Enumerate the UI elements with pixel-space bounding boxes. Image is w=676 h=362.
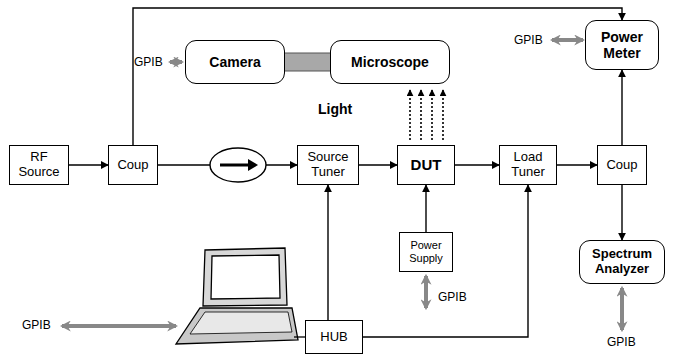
bus-label: GPIB [438,290,467,304]
box-text: Load Tuner [503,150,553,180]
spectrum-analyzer-box: Spectrum Analyzer [579,240,665,284]
box-text: Source Tuner [301,150,355,180]
signal-connector [327,185,328,320]
box-text: Coup [117,158,148,173]
rf-source-box: RF Source [9,145,69,185]
dut-box: DUT [397,145,455,185]
box-text: Camera [209,54,260,70]
box-text: DUT [411,156,442,173]
coupler-box: Coup [108,145,158,185]
box-text: HUB [320,330,347,345]
microscope-box: Microscope [330,40,450,84]
box-text: Power Meter [589,29,655,61]
bus-label: GPIB [514,33,543,47]
light-rays [410,90,443,140]
circulator-symbol [210,148,266,182]
power-supply-box: Power Supply [399,232,453,272]
box-text: RF Source [13,150,65,180]
box-text: Spectrum Analyzer [583,247,661,277]
signal-connector [425,185,426,232]
box-text: Power Supply [403,239,449,264]
gpib-arrows [62,40,622,330]
box-text: Microscope [351,54,429,70]
bus-label: GPIB [607,335,636,349]
light-label: Light [318,101,352,117]
signal-connector [455,164,499,165]
signal-connector [133,8,622,145]
signal-connector [363,185,528,337]
signal-connector [158,164,297,165]
bus-label: GPIB [22,318,51,332]
load-tuner-box: Load Tuner [499,145,557,185]
camera-box: Camera [185,40,285,84]
signal-connector [621,70,622,145]
signal-connector [621,185,622,240]
coupler-box: Coup [597,145,647,185]
box-text: Coup [606,158,637,173]
optical-coupler [284,53,331,71]
hub-box: HUB [305,320,363,354]
source-tuner-box: Source Tuner [297,145,359,185]
bus-label: GPIB [134,55,163,69]
laptop-illustration [176,248,305,344]
signal-connector [69,164,108,165]
power-meter-box: Power Meter [585,20,659,70]
signal-connector [359,164,397,165]
signal-connector [557,164,597,165]
